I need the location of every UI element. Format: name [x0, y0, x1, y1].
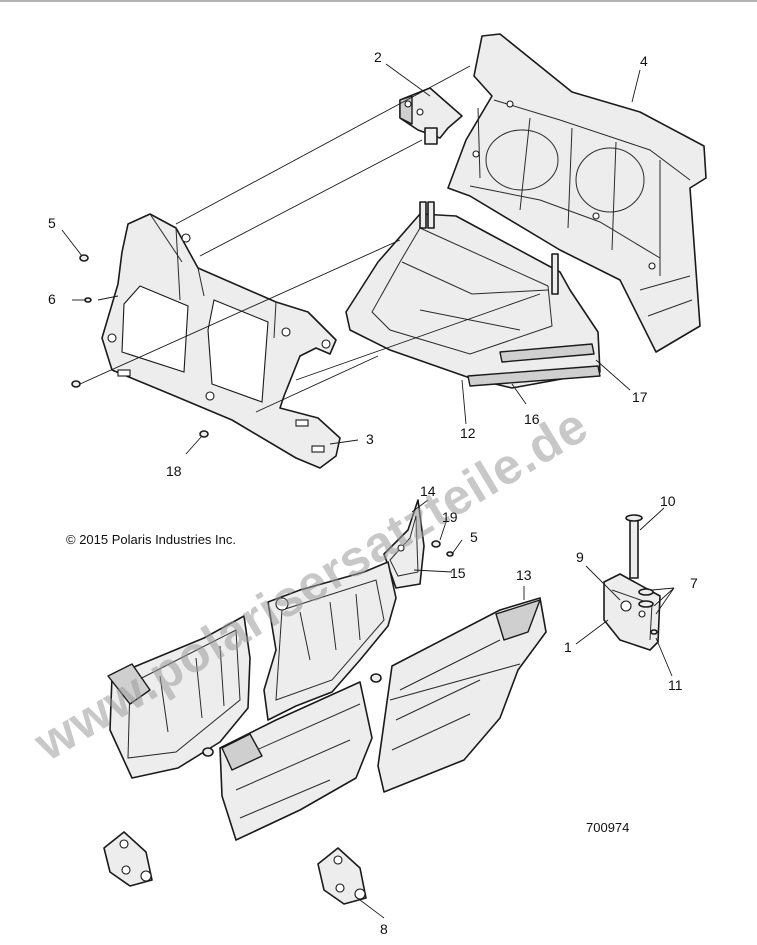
- callout-16: 16: [524, 411, 540, 427]
- part-door-shell-right: [263, 561, 397, 721]
- callout-5-lower: 5: [470, 529, 478, 545]
- callout-8: 8: [380, 921, 388, 937]
- copyright-text: © 2015 Polaris Industries Inc.: [66, 532, 236, 547]
- callout-1: 1: [564, 639, 572, 655]
- callout-leaders: [61, 63, 675, 919]
- callout-9: 9: [576, 549, 584, 565]
- callout-6: 6: [48, 291, 56, 307]
- part-3-frame: [101, 213, 341, 469]
- callout-11: 11: [668, 677, 683, 693]
- hardware-fasteners: [71, 254, 658, 757]
- part-14-door-panel-insert: [383, 499, 425, 589]
- callout-3: 3: [366, 431, 374, 447]
- part-4-rear-panel: [447, 33, 707, 353]
- part-10-pin: [625, 514, 643, 579]
- callout-15: 15: [450, 565, 466, 581]
- figure-number: 700974: [586, 820, 629, 835]
- callout-18: 18: [166, 463, 182, 479]
- part-8-hinge-plate-right: [317, 847, 367, 905]
- callout-4: 4: [640, 53, 648, 69]
- callout-5-upper: 5: [48, 215, 56, 231]
- callout-14: 14: [420, 483, 436, 499]
- callout-13: 13: [516, 567, 532, 583]
- part-2-hinge-bracket: [399, 87, 463, 145]
- callout-17: 17: [632, 389, 648, 405]
- callout-19: 19: [442, 509, 458, 525]
- exploded-view-guides: [79, 65, 541, 413]
- part-13-door-skin-right: [377, 597, 547, 793]
- callout-2: 2: [374, 49, 382, 65]
- callout-12: 12: [460, 425, 476, 441]
- callout-10: 10: [660, 493, 676, 509]
- part-door-skin-left: [219, 681, 373, 841]
- part-8-hinge-plate-left: [103, 831, 153, 887]
- part-9-latch-bracket: [603, 573, 661, 651]
- part-12-storage-tray: [345, 201, 601, 389]
- part-door-shell-left: [107, 615, 251, 779]
- callout-7: 7: [690, 575, 698, 591]
